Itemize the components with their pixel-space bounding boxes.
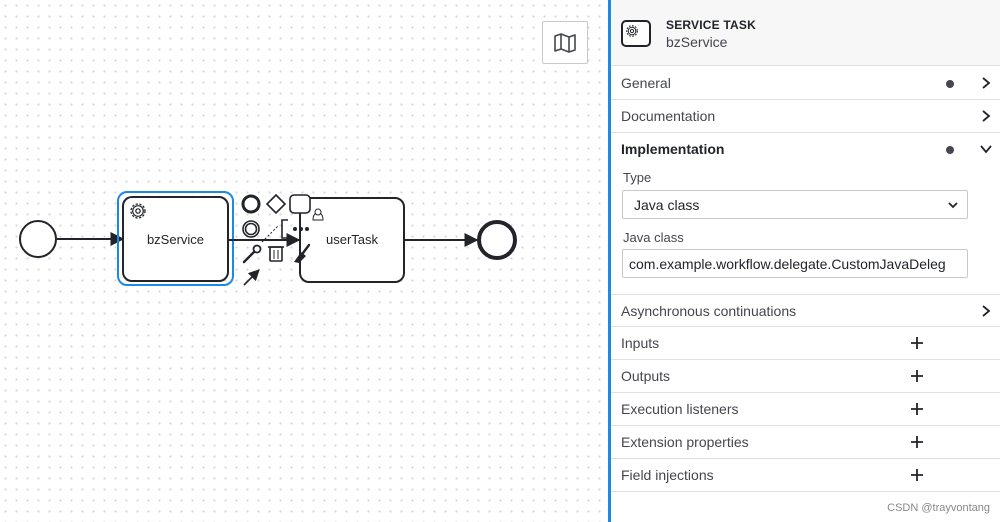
group-label: General xyxy=(621,75,671,91)
add-output-plus-icon[interactable] xyxy=(909,368,925,384)
delete-trash-icon[interactable] xyxy=(268,246,284,262)
group-label: Documentation xyxy=(621,108,716,124)
group-label: Asynchronous continuations xyxy=(621,303,797,319)
chevron-right-icon xyxy=(982,110,991,122)
group-field-injections[interactable]: Field injections xyxy=(611,459,1000,492)
add-property-plus-icon[interactable] xyxy=(909,434,925,450)
properties-panel: SERVICE TASK bzService General Documenta… xyxy=(608,0,1000,522)
implementation-type-select[interactable]: Java class xyxy=(622,190,968,219)
color-brush-icon[interactable] xyxy=(294,243,311,263)
java-class-input[interactable]: com.example.workflow.delegate.CustomJava… xyxy=(622,249,968,278)
group-label: Execution listeners xyxy=(621,401,739,417)
input-value: com.example.workflow.delegate.CustomJava… xyxy=(629,256,946,272)
data-marker-dot xyxy=(946,146,954,154)
element-name-label: bzService xyxy=(666,34,728,50)
group-documentation[interactable]: Documentation xyxy=(611,100,1000,133)
group-extension-properties[interactable]: Extension properties xyxy=(611,426,1000,459)
group-label: Outputs xyxy=(621,368,671,384)
chevron-down-icon xyxy=(948,202,958,209)
add-input-plus-icon[interactable] xyxy=(909,335,925,351)
group-inputs[interactable]: Inputs xyxy=(611,327,1000,360)
select-value: Java class xyxy=(634,197,700,213)
append-intermediate-event-icon[interactable] xyxy=(242,220,260,238)
chevron-right-icon xyxy=(982,77,991,89)
group-label: Implementation xyxy=(621,141,725,157)
gear-icon xyxy=(130,203,146,219)
element-type-label: SERVICE TASK xyxy=(666,18,756,32)
group-general[interactable]: General xyxy=(611,67,1000,100)
map-icon xyxy=(554,32,576,53)
group-label: Field injections xyxy=(621,467,714,483)
service-task-gear-icon xyxy=(621,20,651,47)
connect-arrow-icon[interactable] xyxy=(243,269,260,286)
panel-header: SERVICE TASK bzService xyxy=(611,0,1000,66)
user-task-label: userTask xyxy=(325,232,379,247)
group-label: Extension properties xyxy=(621,434,749,450)
chevron-down-icon xyxy=(980,145,992,154)
context-pad xyxy=(240,193,311,286)
end-event[interactable] xyxy=(477,220,517,260)
append-gateway-icon[interactable] xyxy=(265,193,287,215)
more-icon[interactable] xyxy=(293,227,309,231)
type-label: Type xyxy=(623,170,652,185)
group-label: Inputs xyxy=(621,335,660,351)
bpmn-canvas[interactable]: bzService userTask xyxy=(0,0,608,522)
start-event[interactable] xyxy=(19,220,57,258)
append-end-event-icon[interactable] xyxy=(240,193,262,215)
watermark-text: CSDN @trayvontang xyxy=(887,502,990,514)
chevron-right-icon xyxy=(982,305,991,317)
minimap-toggle-button[interactable] xyxy=(542,21,588,64)
add-field-injection-plus-icon[interactable] xyxy=(909,467,925,483)
bpmn-diagram[interactable] xyxy=(0,0,608,522)
group-execution-listeners[interactable]: Execution listeners xyxy=(611,393,1000,426)
data-marker-dot xyxy=(946,80,954,88)
text-annotation-icon[interactable] xyxy=(261,219,288,243)
selection-outline xyxy=(117,191,234,286)
service-task-label: bzService xyxy=(146,232,205,247)
change-type-wrench-icon[interactable] xyxy=(242,244,262,264)
user-icon xyxy=(312,208,324,221)
group-async-continuations[interactable]: Asynchronous continuations xyxy=(611,294,1000,327)
group-implementation[interactable]: Implementation xyxy=(611,133,1000,166)
append-task-icon[interactable] xyxy=(289,194,311,214)
java-class-label: Java class xyxy=(623,230,684,245)
group-outputs[interactable]: Outputs xyxy=(611,360,1000,393)
add-listener-plus-icon[interactable] xyxy=(909,401,925,417)
